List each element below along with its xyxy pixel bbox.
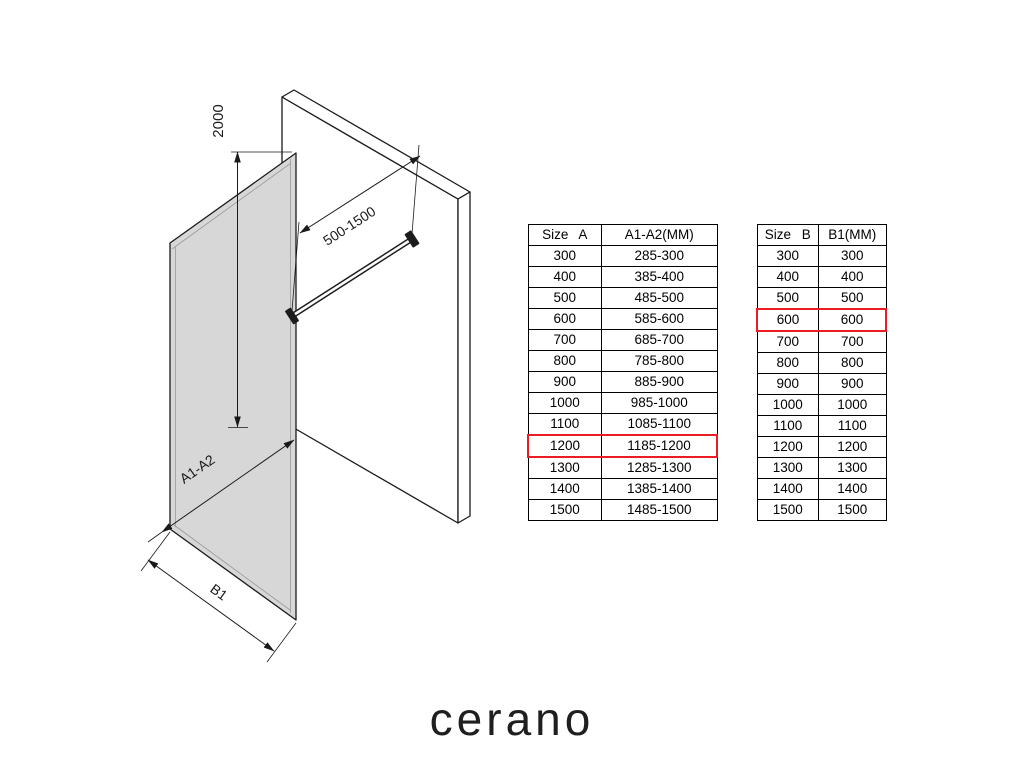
col-header-size-a: Size A — [527, 224, 602, 246]
support-bar — [285, 230, 420, 325]
dim-base-width-label: B1 — [207, 580, 230, 603]
glass-clamp — [285, 307, 299, 325]
table-header-row: Size B B1(MM) — [756, 224, 887, 246]
wall-bracket — [404, 230, 420, 248]
dim-height-label: 2000 — [210, 104, 227, 137]
dim-base-width — [140, 531, 297, 663]
table-header-row: Size A A1-A2(MM) — [527, 224, 718, 246]
col-header-b1: B1(MM) — [818, 224, 887, 246]
dim-bar-range — [291, 144, 421, 312]
brand-logo: cerano — [429, 693, 595, 745]
col-header-size-b: Size B — [756, 224, 819, 246]
col-header-a1-a2: A1-A2(MM) — [601, 224, 718, 246]
glass-panel — [169, 152, 297, 621]
dim-height — [228, 151, 292, 428]
dim-panel-width — [147, 439, 295, 543]
